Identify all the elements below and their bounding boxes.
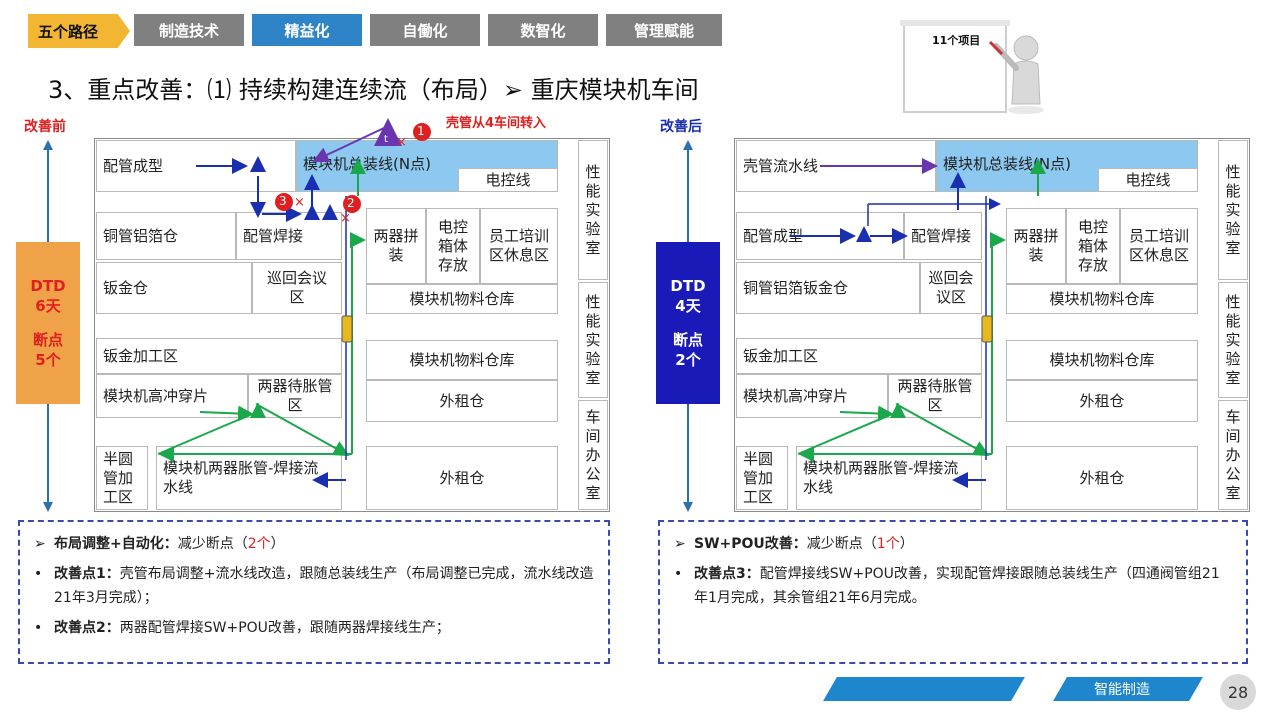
before-material-warehouse-2: 模块机物料仓库 <box>366 340 558 380</box>
project-sign-illustration: 11个项目 <box>898 18 1058 118</box>
after-notes-point-3: • 改善点3：配管焊接线SW+POU改善，实现配管焊接跟随总装线生产（四通阀管组… <box>674 562 1232 610</box>
svg-text:t: t <box>384 134 388 145</box>
before-ecu-box-storage: 电控箱体存放 <box>426 208 480 284</box>
dot-bullet-icon: • <box>34 566 43 582</box>
before-high-punch-fin: 模块机高冲穿片 <box>96 374 248 418</box>
before-semicircle-pipe-area: 半圆管加工区 <box>96 446 148 510</box>
before-label: 改善前 <box>24 119 66 135</box>
after-two-unit-assembly: 两器拼装 <box>1006 208 1066 284</box>
after-notes: ➢ SW+POU改善：减少断点（1个） • 改善点3：配管焊接线SW+POU改善… <box>658 520 1248 664</box>
footer-decor-bar <box>823 677 1025 701</box>
after-flow-overlay <box>790 158 1046 488</box>
page-title: 3、重点改善：⑴ 持续构建连续流（布局）➢ 重庆模块机车间 <box>48 76 699 104</box>
after-sheet-metal-processing: 钣金加工区 <box>736 338 982 374</box>
before-material-warehouse-1: 模块机物料仓库 <box>366 284 558 314</box>
before-callout: 壳管从4车间转入 <box>446 116 547 131</box>
arrow-bullet-icon: ➢ <box>34 536 46 552</box>
before-notes-point-1: • 改善点1：壳管布局调整+流水线改造，跟随总装线生产（布局调整已完成，流水线改… <box>34 562 594 610</box>
before-performance-lab-1: 性能实验室 <box>578 140 608 280</box>
before-copper-foil-store: 铜管铝箔仓 <box>96 212 236 260</box>
before-expansion-waiting-area: 两器待胀管区 <box>248 374 342 418</box>
before-notes-point-2: • 改善点2：两器配管焊接SW+POU改善，跟随两器焊接线生产； <box>34 616 594 640</box>
dot-bullet-icon: • <box>674 566 683 582</box>
svg-text:×: × <box>396 135 407 150</box>
before-rented-warehouse-1: 外租仓 <box>366 380 558 422</box>
before-two-unit-assembly: 两器拼装 <box>366 208 426 284</box>
after-performance-lab-2: 性能实验室 <box>1218 282 1248 398</box>
whiteboard-figure-icon <box>900 20 1044 114</box>
dot-bullet-icon: • <box>34 620 43 636</box>
before-patrol-meeting-area: 巡回会议区 <box>252 262 342 314</box>
after-copper-sheet-store: 铜管铝箔钣金仓 <box>736 262 920 314</box>
before-notes-head: ➢ 布局调整+自动化：减少断点（2个） <box>34 532 594 556</box>
after-label: 改善后 <box>660 119 702 135</box>
after-expansion-welding-line: 模块机两器胀管-焊接流水线 <box>796 446 982 510</box>
after-pipe-welding: 配管焊接 <box>904 212 982 260</box>
page-number: 28 <box>1220 674 1256 710</box>
after-ecu-box-storage: 电控箱体存放 <box>1066 208 1120 284</box>
before-performance-lab-2: 性能实验室 <box>578 282 608 398</box>
before-sheet-metal-store: 钣金仓 <box>96 262 252 314</box>
footer-label: 智能制造 <box>1094 682 1150 698</box>
after-performance-lab-1: 性能实验室 <box>1218 140 1248 280</box>
marker-2: 2 <box>347 196 355 210</box>
tab-management[interactable]: 管理赋能 <box>606 14 722 46</box>
tab-lean[interactable]: 精益化 <box>252 14 362 46</box>
svg-text:×: × <box>340 211 351 226</box>
after-material-warehouse-1: 模块机物料仓库 <box>1006 284 1198 314</box>
before-workshop-office: 车间办公室 <box>578 400 608 510</box>
after-material-warehouse-2: 模块机物料仓库 <box>1006 340 1198 380</box>
before-expansion-welding-line: 模块机两器胀管-焊接流水线 <box>156 446 342 510</box>
marker-3: 3 <box>279 194 287 208</box>
before-sheet-metal-processing: 钣金加工区 <box>96 338 342 374</box>
after-patrol-meeting-area: 巡回会议区 <box>920 262 982 314</box>
after-rented-warehouse-2: 外租仓 <box>1006 446 1198 510</box>
after-workshop-office: 车间办公室 <box>1218 400 1248 510</box>
path-badge: 五个路径 <box>28 14 130 48</box>
after-expansion-waiting-area: 两器待胀管区 <box>888 374 982 418</box>
before-ecu-line: 电控线 <box>458 168 558 192</box>
marker-1: 1 <box>417 124 425 138</box>
project-count-text: 11个项目 <box>932 34 981 47</box>
after-high-punch-fin: 模块机高冲穿片 <box>736 374 888 418</box>
after-semicircle-pipe-area: 半圆管加工区 <box>736 446 788 510</box>
tab-digital[interactable]: 数智化 <box>488 14 598 46</box>
after-staff-training-area: 员工培训区休息区 <box>1120 208 1198 284</box>
after-notes-head: ➢ SW+POU改善：减少断点（1个） <box>674 532 1232 556</box>
before-flow-overlay: t × × × <box>157 118 431 488</box>
before-notes: ➢ 布局调整+自动化：减少断点（2个） • 改善点1：壳管布局调整+流水线改造，… <box>18 520 610 664</box>
before-rented-warehouse-2: 外租仓 <box>366 446 558 510</box>
svg-text:×: × <box>294 195 305 210</box>
after-ecu-line: 电控线 <box>1098 168 1198 192</box>
arrow-bullet-icon: ➢ <box>674 536 686 552</box>
after-rented-warehouse-1: 外租仓 <box>1006 380 1198 422</box>
tab-jidoka[interactable]: 自働化 <box>370 14 480 46</box>
before-staff-training-area: 员工培训区休息区 <box>480 208 558 284</box>
tab-manufacturing-tech[interactable]: 制造技术 <box>134 14 244 46</box>
